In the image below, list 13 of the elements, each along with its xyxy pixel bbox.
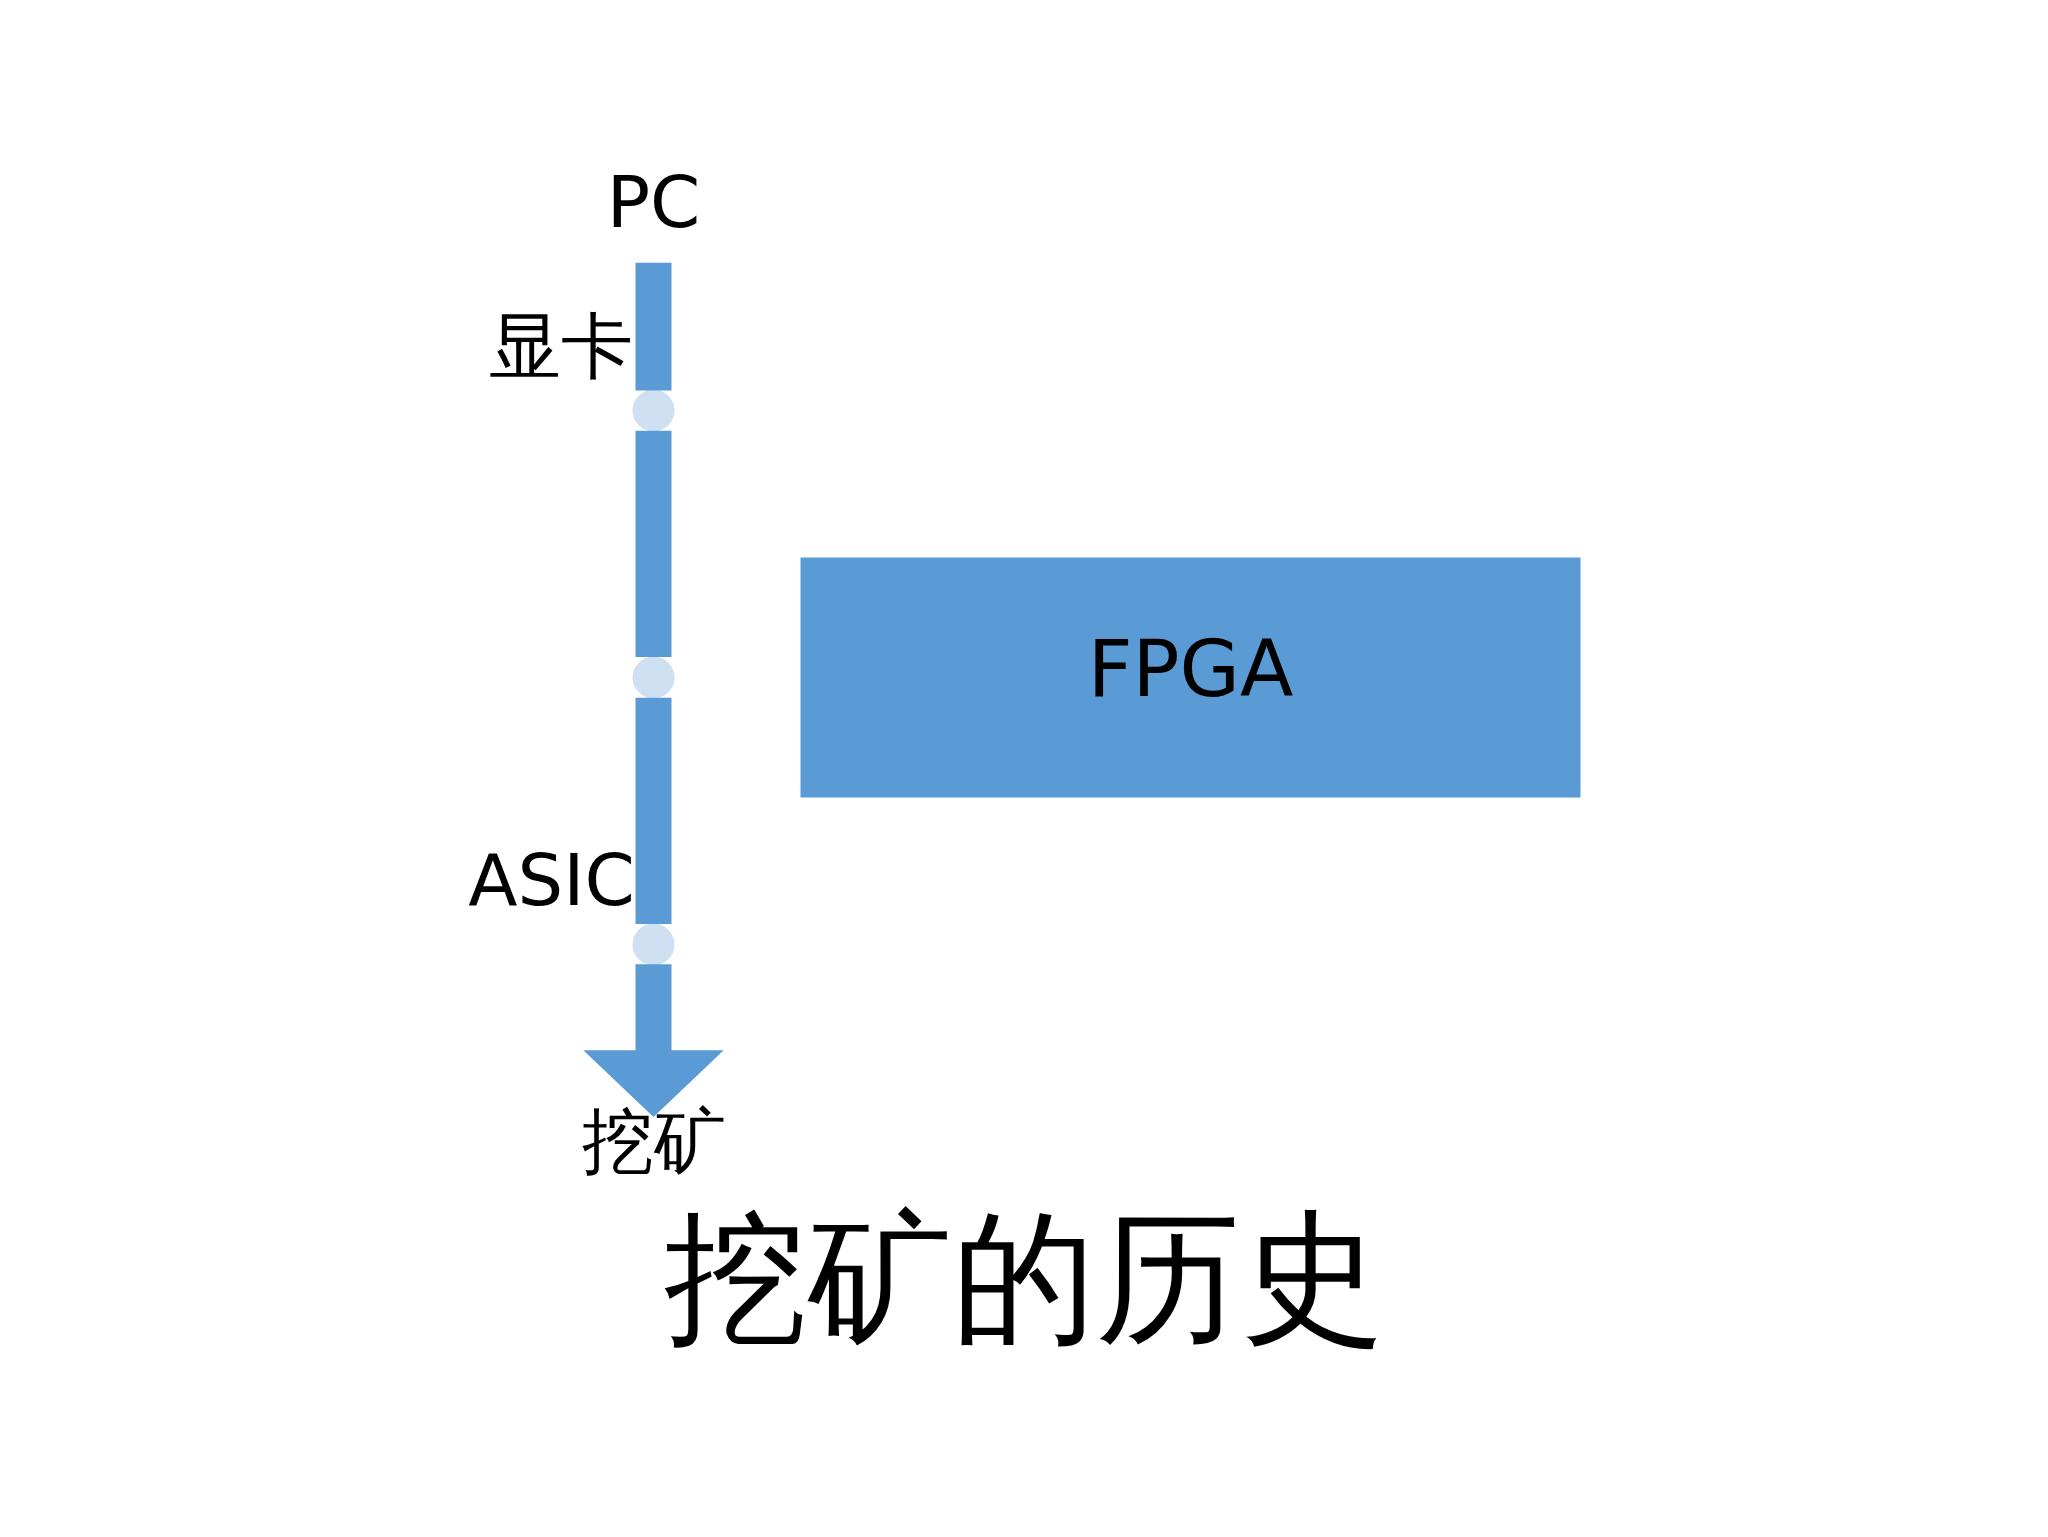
connector [635, 697, 672, 924]
node-text: PC [606, 159, 701, 244]
node-label: 显卡 [488, 303, 633, 388]
node-circle [632, 656, 675, 698]
caption: 挖矿的历史 [664, 1193, 1384, 1362]
node-circle [632, 389, 675, 431]
node-text: 挖矿 [581, 1098, 726, 1183]
node-box: FPGA [800, 557, 1581, 797]
connector [635, 430, 672, 657]
node-label: ASIC [468, 837, 635, 922]
connector [635, 262, 672, 390]
arrow [583, 963, 724, 1117]
node-circle [632, 923, 675, 965]
